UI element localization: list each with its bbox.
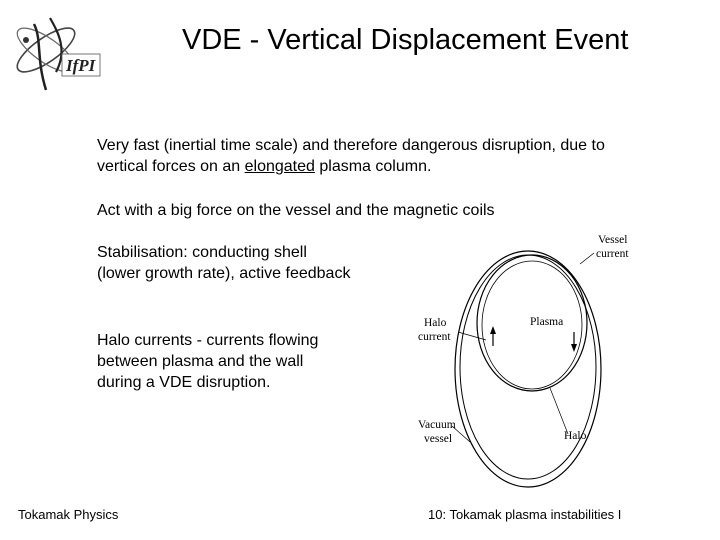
text-segment: plasma column. [314, 158, 432, 175]
leader-line [579, 252, 595, 265]
label-halo-current-line1: Halo [424, 317, 447, 329]
leader-line [457, 331, 487, 341]
paragraph-line: Act with a big force on the vessel and t… [97, 202, 495, 219]
vde-diagram: Vessel current Halo current Plasma Vacuu… [418, 234, 629, 488]
label-halo-current-line2: current [418, 331, 451, 343]
page-title: VDE - Vertical Displacement Event [182, 24, 629, 56]
label-halo: Halo [564, 430, 587, 442]
footer-lecture-title: 10: Tokamak plasma instabilities I [428, 507, 622, 522]
vacuum-vessel-outline [454, 250, 602, 488]
plasma-boundary [476, 254, 588, 392]
paragraph-line: between plasma and the wall [97, 353, 304, 370]
paragraph-stabilisation: Stabilisation: conducting shell (lower g… [97, 242, 350, 284]
leader-line [451, 425, 471, 443]
paragraph-line: (lower growth rate), active feedback [97, 265, 351, 282]
paragraph-vde-description: Very fast (inertial time scale) and ther… [97, 135, 605, 177]
leader-line [549, 387, 569, 435]
svg-text:IfPI: IfPI [65, 56, 97, 75]
paragraph-force: Act with a big force on the vessel and t… [97, 200, 495, 221]
paragraph-line: during a VDE disruption. [97, 374, 271, 391]
plasma-halo-boundary [481, 260, 583, 390]
label-vessel-current-line1: Vessel [598, 234, 627, 246]
footer-course-title: Tokamak Physics [18, 507, 119, 522]
label-vacuum-vessel-line2: vessel [424, 433, 452, 445]
label-vessel-current-line2: current [596, 248, 629, 260]
paragraph-line: Stabilisation: conducting shell [97, 244, 307, 261]
label-plasma: Plasma [530, 316, 563, 328]
paragraph-line: vertical forces on an elongated plasma c… [97, 156, 605, 177]
ifpi-logo-icon: IfPI [16, 17, 101, 91]
underlined-word: elongated [244, 158, 315, 175]
paragraph-halo-currents: Halo currents - currents flowing between… [97, 330, 318, 393]
arrow-head [490, 326, 496, 334]
text-segment: vertical forces on an [97, 158, 245, 175]
paragraph-line: Very fast (inertial time scale) and ther… [97, 137, 605, 154]
arrow-head [571, 344, 577, 352]
vessel-current-path [459, 254, 597, 480]
label-vacuum-vessel-line1: Vacuum [418, 419, 456, 431]
paragraph-line: Halo currents - currents flowing [97, 332, 319, 349]
